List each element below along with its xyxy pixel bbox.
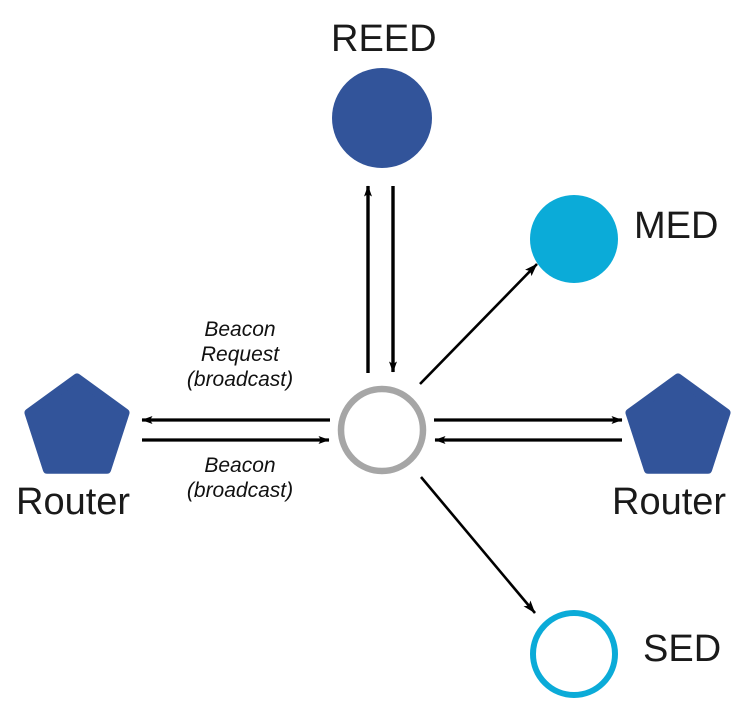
node-sed[interactable] bbox=[530, 610, 618, 698]
node-label-reed: REED bbox=[331, 18, 437, 60]
edge-center-to-sed bbox=[420, 476, 536, 614]
node-router-right[interactable] bbox=[625, 373, 731, 474]
node-reed[interactable] bbox=[332, 68, 432, 168]
node-router-left[interactable] bbox=[24, 373, 130, 474]
node-label-sed: SED bbox=[643, 628, 722, 670]
node-label-med: MED bbox=[634, 205, 719, 247]
node-center-device[interactable] bbox=[337, 385, 427, 475]
edge-label-beacon: Beacon (broadcast) bbox=[186, 454, 294, 502]
node-med[interactable] bbox=[530, 195, 618, 283]
node-label-router-right: Router bbox=[612, 481, 727, 523]
node-label-router-left: Router bbox=[16, 481, 131, 523]
edge-label-beacon-request: Beacon Request (broadcast) bbox=[186, 318, 294, 391]
edge-center-to-med bbox=[419, 263, 538, 385]
